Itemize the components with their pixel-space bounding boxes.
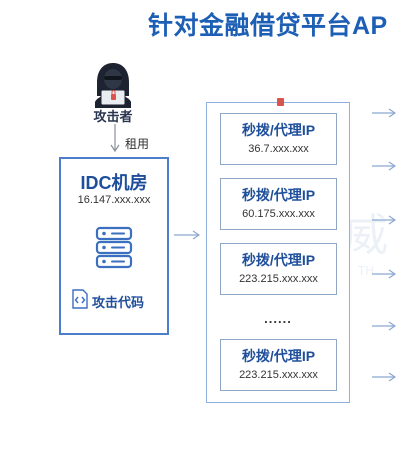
proxy-card: 秒拨/代理IP 36.7.xxx.xxx [220,113,337,165]
attacker-label: 攻击者 [93,109,133,124]
proxy-title: 秒拨/代理IP [241,187,316,203]
arrow-icon [372,215,396,225]
svg-text:TH: TH [357,264,374,278]
proxy-card: 秒拨/代理IP 60.175.xxx.xxx [220,178,337,230]
proxy-ip: 36.7.xxx.xxx [248,143,309,155]
proxy-ip: 223.215.xxx.xxx [239,273,318,285]
rent-label: 租用 [125,137,150,151]
arrow-icon [372,161,396,171]
arrow-icon [372,108,396,118]
proxy-title: 秒拨/代理IP [241,252,316,268]
code-label: 攻击代码 [92,295,145,310]
down-arrow-icon [110,124,120,153]
idc-title: IDC机房 [80,173,148,193]
marker-icon [277,98,284,106]
proxy-ip: 60.175.xxx.xxx [242,208,315,220]
arrow-icon [372,372,396,382]
hacker-icon [95,63,131,108]
proxy-card: 秒拨/代理IP 223.215.xxx.xxx [220,243,337,295]
page-title: 针对金融借贷平台AP [148,12,388,40]
svg-text:威: 威 [344,210,388,261]
proxy-ip: 223.215.xxx.xxx [239,369,318,381]
server-icon [95,226,133,269]
proxy-title: 秒拨/代理IP [241,348,316,364]
code-file-icon [72,289,88,309]
arrow-icon [372,269,396,279]
idc-ip: 16.147.xxx.xxx [77,194,151,206]
arrow-icon [174,230,200,240]
idc-box: IDC机房 16.147.xxx.xxx 攻击代码 [59,157,169,335]
arrow-icon [372,321,396,331]
proxy-card: 秒拨/代理IP 223.215.xxx.xxx [220,339,337,391]
proxy-title: 秒拨/代理IP [241,122,316,138]
ellipsis: ...... [264,311,292,326]
proxy-group: 秒拨/代理IP 36.7.xxx.xxx 秒拨/代理IP 60.175.xxx.… [206,98,350,403]
